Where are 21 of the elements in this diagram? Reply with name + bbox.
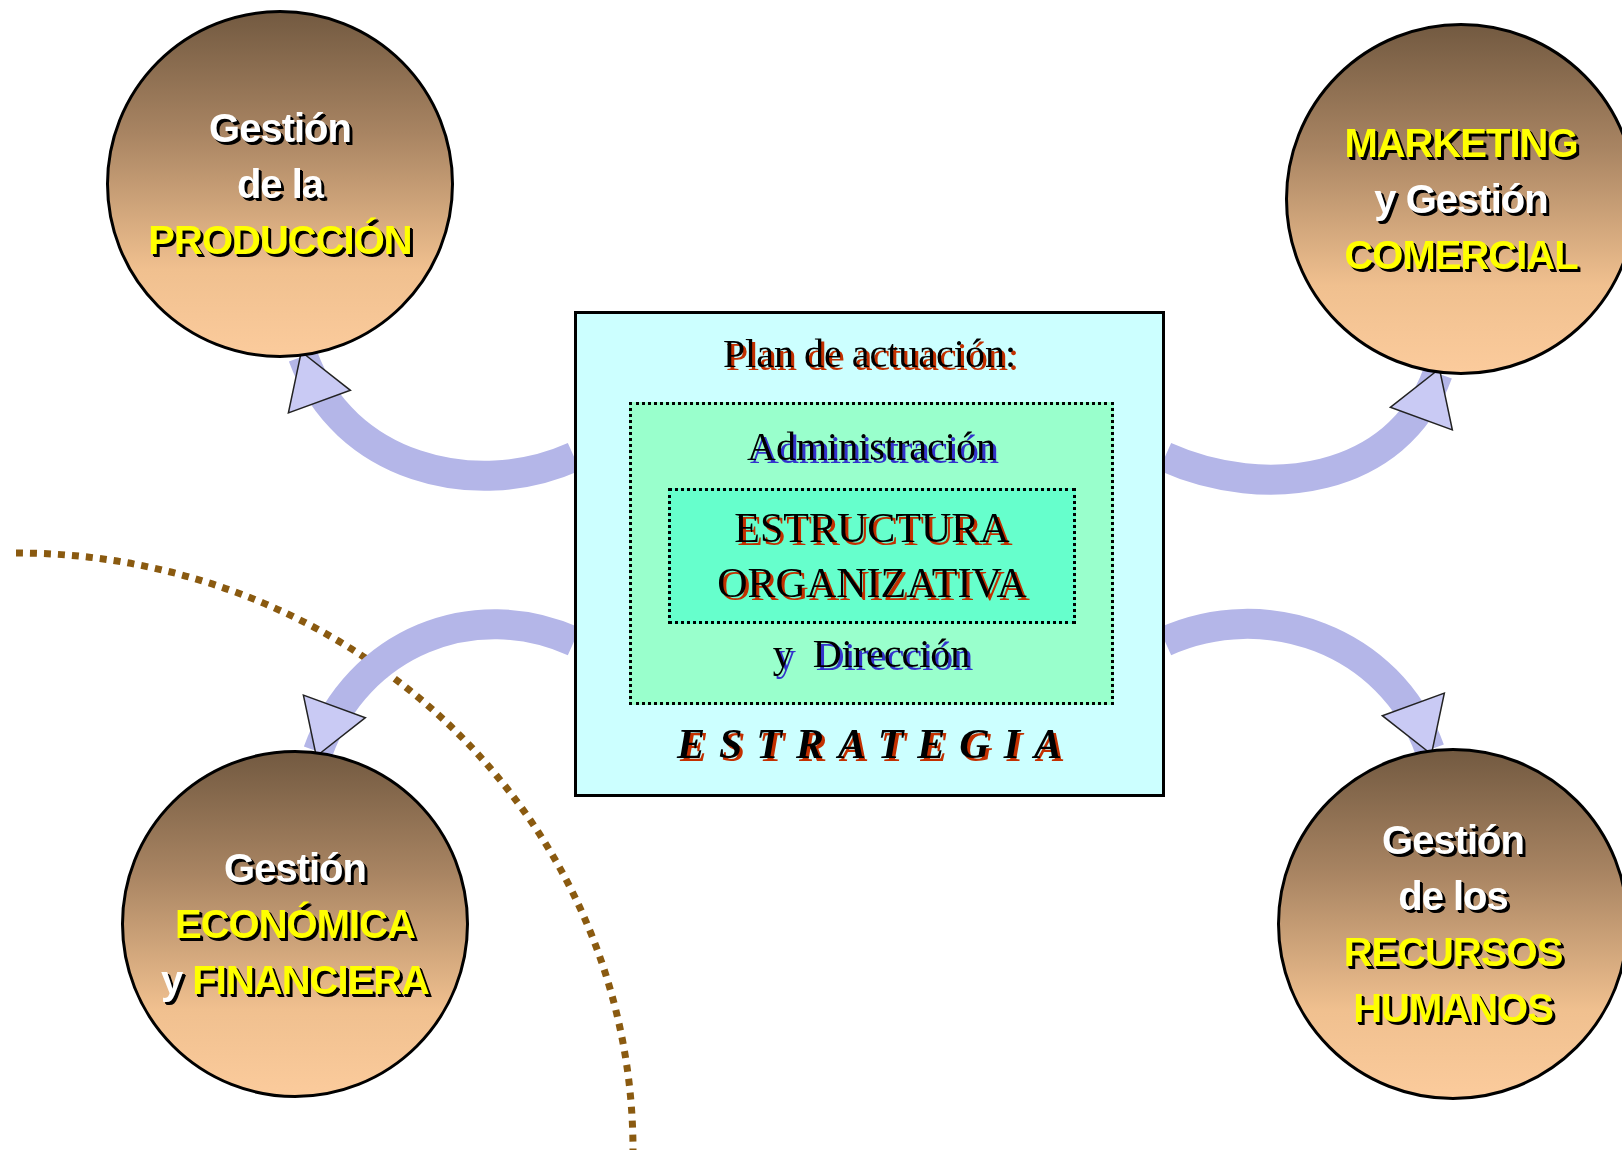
dotted-box xyxy=(668,488,1076,624)
topic-text: FINANCIERA xyxy=(192,958,429,1002)
strategy-box xyxy=(574,311,1165,797)
topic-text: de los xyxy=(1398,874,1508,918)
topic-text: PRODUCCIÓN xyxy=(148,218,412,262)
plan-heading: Plan de actuación: xyxy=(721,330,1018,377)
box-text: ESTRUCTURA ORGANIZATIVA xyxy=(716,504,1028,608)
topic-text: y Gestión xyxy=(1374,177,1548,221)
topic-text: de la xyxy=(236,162,324,206)
strategy-label: ESTRATEGIA xyxy=(675,720,1078,768)
topic-text: Gestión xyxy=(1382,818,1524,862)
topic-text: Gestión xyxy=(209,106,351,150)
topic-text: Gestión xyxy=(224,846,366,890)
box-text: y Dirección xyxy=(771,630,972,677)
topic-text: ECONÓMICA xyxy=(175,902,415,946)
topic-text: COMERCIAL xyxy=(1344,233,1578,277)
topic-text: RECURSOS HUMANOS xyxy=(1343,930,1563,1030)
box-text: Administración xyxy=(746,423,997,470)
topic-text: y xyxy=(160,958,183,1002)
dotted-box xyxy=(629,402,1114,705)
topic-text: MARKETING xyxy=(1344,121,1578,165)
